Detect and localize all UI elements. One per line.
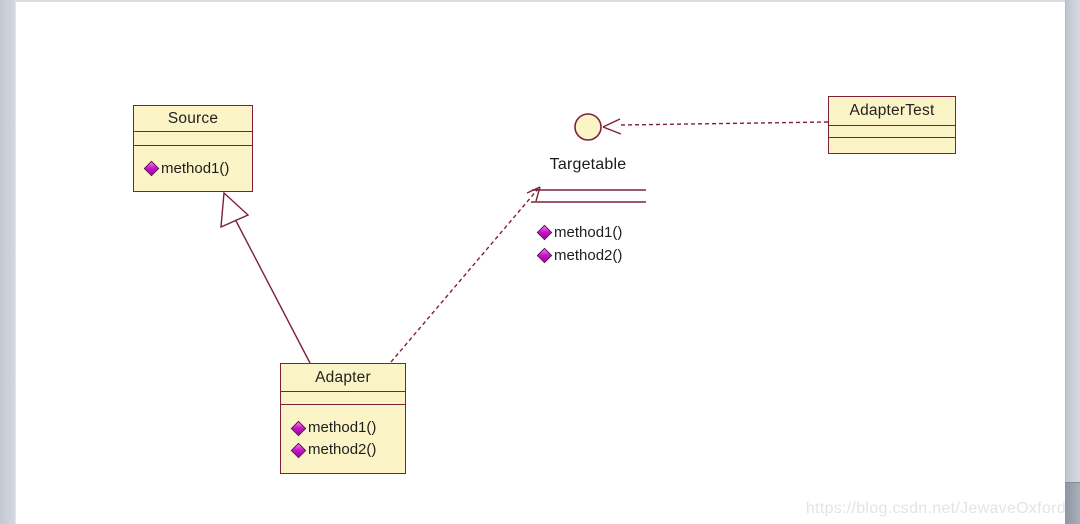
interface-method: method1() (536, 221, 623, 244)
interface-methods: method1() method2() (536, 221, 623, 267)
method-label: method1() (554, 224, 623, 241)
scrollbar-thumb[interactable] (1065, 482, 1080, 524)
realization-adapter-to-targetable (390, 186, 541, 363)
class-method: method2() (290, 439, 405, 461)
method-diamond-icon (536, 224, 553, 241)
class-method: method1() (290, 417, 405, 439)
generalization-adapter-to-source (220, 191, 311, 364)
interface-name-targetable: Targetable (549, 156, 627, 173)
interface-lollipop-circle (574, 113, 602, 141)
class-title: Adapter (281, 364, 405, 392)
methods-compartment: method1() method2() (281, 405, 405, 473)
method-diamond-icon (290, 420, 307, 436)
attributes-compartment (281, 392, 405, 405)
class-title: AdapterTest (829, 97, 955, 126)
top-edge-divider (0, 0, 1080, 2)
methods-compartment: method1() (134, 146, 252, 191)
dependency-adaptertest-to-targetable (602, 118, 829, 135)
method-label: method2() (308, 441, 377, 458)
method-diamond-icon (143, 160, 160, 177)
attributes-compartment (829, 126, 955, 138)
attributes-compartment (134, 132, 252, 146)
class-title: Source (134, 106, 252, 132)
class-box-source: Source method1() (133, 105, 253, 192)
method-diamond-icon (536, 247, 553, 264)
class-box-adapter: Adapter method1() method2() (280, 363, 406, 474)
left-gutter-strip (0, 0, 16, 524)
method-diamond-icon (290, 442, 307, 458)
class-box-adaptertest: AdapterTest (828, 96, 956, 154)
method-label: method1() (308, 419, 377, 436)
scrollbar-track[interactable] (1065, 0, 1080, 524)
methods-compartment (829, 138, 955, 153)
interface-method: method2() (536, 244, 623, 267)
interface-underlines (531, 189, 646, 203)
method-label: method1() (161, 159, 230, 177)
method-label: method2() (554, 247, 623, 264)
csdn-watermark: https://blog.csdn.net/JewaveOxford (805, 500, 1066, 517)
class-method: method1() (143, 158, 252, 180)
